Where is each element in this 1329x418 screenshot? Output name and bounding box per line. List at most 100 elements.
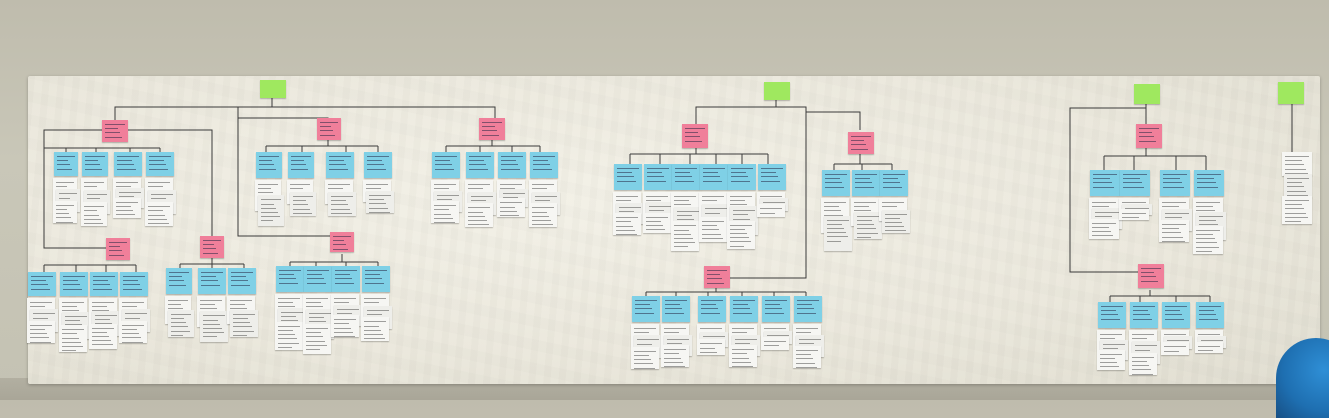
- handwriting-scribble: [309, 321, 326, 322]
- handwriting-scribble: [369, 212, 390, 213]
- handwriting-scribble: [333, 236, 351, 237]
- handwriting-scribble: [62, 333, 77, 334]
- handwriting-scribble: [797, 304, 812, 305]
- handwriting-scribble: [148, 206, 170, 207]
- handwriting-scribble: [767, 335, 789, 336]
- handwriting-scribble: [468, 224, 489, 225]
- handwriting-scribble: [1095, 212, 1119, 213]
- handwriting-scribble: [281, 316, 296, 317]
- handwriting-scribble: [732, 358, 749, 359]
- handwriting-scribble: [1093, 174, 1117, 175]
- blue-sticky-note: [256, 152, 282, 178]
- handwriting-scribble: [151, 194, 173, 195]
- blue-sticky-note: [82, 152, 108, 176]
- handwriting-scribble: [619, 211, 634, 212]
- handwriting-scribble: [369, 203, 386, 204]
- handwriting-scribble: [533, 160, 548, 161]
- white-sticky-note: [1159, 220, 1189, 242]
- handwriting-scribble: [703, 168, 725, 169]
- handwriting-scribble: [1092, 231, 1111, 232]
- handwriting-scribble: [434, 218, 453, 219]
- handwriting-scribble: [261, 212, 278, 213]
- handwriting-scribble: [1165, 314, 1182, 315]
- handwriting-scribble: [797, 308, 814, 309]
- blue-sticky-note: [198, 268, 226, 294]
- white-sticky-note: [727, 221, 755, 250]
- handwriting-scribble: [203, 328, 222, 329]
- handwriting-scribble: [796, 350, 818, 351]
- handwriting-scribble: [634, 363, 653, 364]
- handwriting-scribble: [761, 181, 780, 182]
- handwriting-scribble: [854, 206, 869, 207]
- handwriting-scribble: [122, 306, 137, 307]
- handwriting-scribble: [700, 348, 715, 349]
- handwriting-scribble: [503, 193, 525, 194]
- handwriting-scribble: [647, 181, 666, 182]
- handwriting-scribble: [1139, 136, 1154, 137]
- handwriting-scribble: [203, 244, 214, 245]
- header-sticky-note: [1134, 84, 1160, 104]
- handwriting-scribble: [649, 206, 671, 207]
- handwriting-scribble: [335, 270, 357, 271]
- handwriting-scribble: [764, 328, 786, 329]
- handwriting-scribble: [62, 342, 81, 343]
- handwriting-scribble: [56, 213, 69, 214]
- white-sticky-note: [671, 221, 699, 250]
- handwriting-scribble: [855, 187, 874, 188]
- handwriting-scribble: [824, 202, 846, 203]
- handwriting-scribble: [883, 182, 900, 183]
- handwriting-scribble: [1196, 242, 1217, 243]
- handwriting-scribble: [635, 308, 652, 309]
- handwriting-scribble: [764, 345, 779, 346]
- white-sticky-note: [529, 203, 557, 226]
- handwriting-scribble: [501, 160, 516, 161]
- handwriting-scribble: [533, 164, 550, 165]
- handwriting-scribble: [116, 182, 138, 183]
- handwriting-scribble: [760, 213, 775, 214]
- handwriting-scribble: [1197, 178, 1214, 179]
- handwriting-scribble: [1285, 213, 1306, 214]
- handwriting-scribble: [306, 298, 328, 299]
- handwriting-scribble: [705, 208, 727, 209]
- handwriting-scribble: [1164, 346, 1186, 347]
- handwriting-scribble: [1164, 334, 1186, 335]
- handwriting-scribble: [703, 181, 722, 182]
- handwriting-scribble: [824, 206, 839, 207]
- handwriting-scribble: [635, 304, 650, 305]
- blue-sticky-note: [614, 164, 642, 190]
- handwriting-scribble: [291, 160, 304, 161]
- blue-sticky-note: [432, 152, 460, 178]
- handwriting-scribble: [59, 198, 70, 199]
- handwriting-scribble: [634, 328, 656, 329]
- handwriting-scribble: [701, 300, 723, 301]
- white-sticky-note: [761, 337, 789, 350]
- handwriting-scribble: [799, 343, 814, 344]
- handwriting-scribble: [320, 130, 333, 131]
- handwriting-scribble: [367, 314, 382, 315]
- handwriting-scribble: [1285, 164, 1304, 165]
- handwriting-scribble: [649, 210, 664, 211]
- handwriting-scribble: [730, 229, 745, 230]
- handwriting-scribble: [62, 302, 84, 303]
- blue-sticky-note: [730, 296, 758, 322]
- handwriting-scribble: [533, 156, 555, 157]
- handwriting-scribble: [882, 202, 904, 203]
- handwriting-scribble: [733, 210, 755, 211]
- handwriting-scribble: [675, 181, 694, 182]
- handwriting-scribble: [851, 149, 868, 150]
- handwriting-scribble: [92, 302, 114, 303]
- handwriting-scribble: [500, 207, 515, 208]
- handwriting-scribble: [122, 333, 139, 334]
- handwriting-scribble: [328, 184, 350, 185]
- handwriting-scribble: [677, 219, 694, 220]
- handwriting-scribble: [203, 315, 225, 316]
- handwriting-scribble: [92, 336, 109, 337]
- handwriting-scribble: [532, 224, 553, 225]
- handwriting-scribble: [116, 206, 131, 207]
- handwriting-scribble: [885, 222, 902, 223]
- handwriting-scribble: [320, 126, 331, 127]
- handwriting-scribble: [92, 332, 107, 333]
- handwriting-scribble: [707, 270, 727, 271]
- blue-sticky-note: [762, 296, 790, 322]
- white b-sticky-note: [366, 191, 394, 213]
